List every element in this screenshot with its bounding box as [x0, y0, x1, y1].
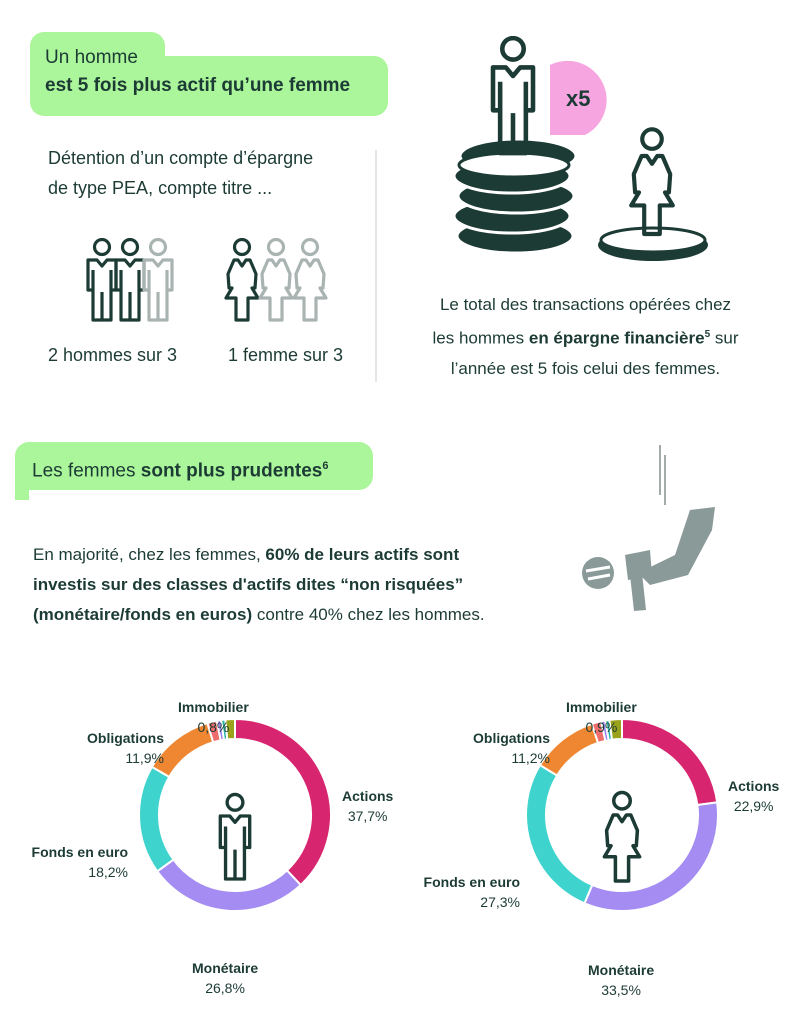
- divider: [375, 150, 377, 382]
- heading-line2: est 5 fois plus actif qu’une femme: [45, 75, 351, 96]
- woman-on-coin-icon: [631, 129, 673, 234]
- donut-chart-women: [525, 717, 719, 912]
- section2-paragraph: En majorité, chez les femmes, 60% de leu…: [33, 545, 485, 624]
- donut-slice-immobilier: [608, 717, 623, 741]
- transactions-text-1: Le total des transactions opérées chez: [439, 295, 732, 314]
- desc-line1: Détention d’un compte d’épargne: [48, 148, 314, 168]
- donut-chart-men: [138, 717, 332, 912]
- heading-bubble-tail: [15, 486, 29, 500]
- single-coin-icon: [598, 226, 708, 261]
- donut-slice-fonds-en-euro: [138, 765, 175, 873]
- donut-slice-fonds-en-euro: [525, 763, 594, 905]
- woman-center-icon: [600, 788, 644, 886]
- man-center-icon: [214, 788, 256, 886]
- multiplier-badge: x5: [566, 86, 591, 111]
- diver-icon: [582, 445, 715, 611]
- women-icons: [222, 238, 330, 322]
- desc-line2: de type PEA, compte titre ...: [48, 178, 273, 198]
- x5-badge-shape: [550, 60, 607, 135]
- heading-bubble-women-prudent: [15, 442, 373, 490]
- man-on-coins-icon: [493, 38, 533, 153]
- donut-slice-immobilier: [224, 717, 236, 741]
- man-icon-inactive: [138, 238, 178, 322]
- men-icons: [82, 238, 178, 322]
- transactions-text-3: l’année est 5 fois celui des femmes.: [450, 358, 721, 378]
- woman-icon-inactive: [290, 238, 330, 322]
- section2-heading: Les femmes sont plus prudentes6: [32, 460, 329, 482]
- coins-illustration: [452, 30, 708, 261]
- heading-line1: Un homme: [45, 47, 138, 68]
- women-ratio-label: 1 femme sur 3: [228, 345, 344, 365]
- transactions-text-2: les hommes en épargne financière5 sur: [432, 328, 739, 348]
- heading-bubble-men-active-body: [30, 56, 388, 116]
- men-ratio-label: 2 hommes sur 3: [48, 345, 178, 365]
